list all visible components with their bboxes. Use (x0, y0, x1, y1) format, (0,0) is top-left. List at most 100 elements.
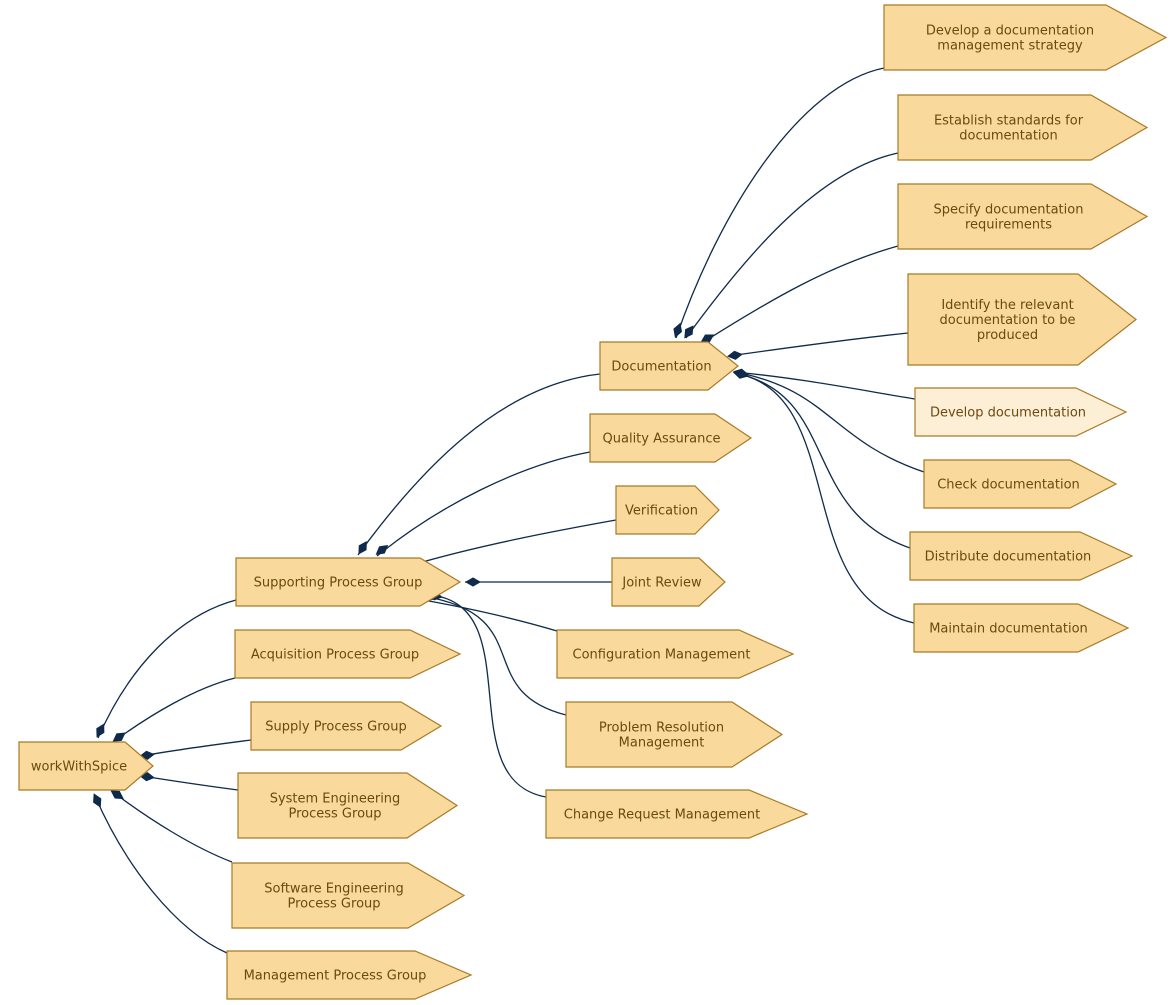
edges-layer (93, 67, 925, 954)
composition-edge (734, 371, 925, 473)
node-jointReview[interactable]: Joint Review (611, 557, 726, 607)
node-label: Joint Review (621, 576, 702, 591)
node-shape (914, 387, 1128, 437)
node-label: Configuration Management (573, 648, 751, 663)
composition-diamond-icon (727, 350, 743, 360)
node-shape (589, 413, 753, 463)
node-label: requirements (965, 218, 1052, 233)
node-management[interactable]: Management Process Group (226, 950, 473, 1000)
composition-diamond-icon (358, 540, 367, 555)
composition-edge (685, 152, 899, 339)
node-label: documentation to be (939, 313, 1075, 328)
node-docMaintain[interactable]: Maintain documentation (913, 603, 1130, 653)
composition-diamond-icon (733, 369, 749, 379)
composition-edge (701, 245, 899, 344)
node-docDistribute[interactable]: Distribute documentation (909, 531, 1134, 581)
node-acquisition[interactable]: Acquisition Process Group (234, 629, 462, 679)
composition-diamond-icon (93, 793, 102, 808)
node-label: Problem Resolution (599, 721, 724, 736)
node-label: Management (619, 736, 705, 751)
node-shape (231, 862, 466, 929)
node-shape (234, 629, 462, 679)
composition-diamond-icon (110, 790, 124, 800)
node-shape (545, 789, 809, 839)
node-shape (897, 94, 1149, 161)
composition-diamond-icon (684, 325, 694, 339)
node-shape (913, 603, 1130, 653)
node-docDevelop[interactable]: Develop documentation (914, 387, 1128, 437)
node-shape (18, 741, 154, 791)
composition-edge (94, 795, 228, 954)
node-label: System Engineering (270, 792, 401, 807)
composition-edge (357, 373, 601, 556)
composition-edge (429, 594, 547, 798)
node-configMgmt[interactable]: Configuration Management (556, 629, 795, 679)
node-label: workWithSpice (31, 760, 127, 775)
node-shape (556, 629, 795, 679)
node-label: produced (977, 328, 1038, 343)
node-label: Process Group (287, 897, 380, 912)
composition-diamond-icon (96, 723, 105, 738)
node-shape (897, 183, 1149, 250)
node-shape (883, 4, 1168, 71)
composition-edge (411, 597, 558, 632)
composition-diamond-icon (464, 577, 482, 587)
node-shape (615, 485, 720, 535)
node-label: Documentation (611, 360, 711, 375)
composition-edge (141, 739, 252, 757)
composition-diamond-icon (112, 732, 126, 742)
composition-edge (112, 677, 236, 743)
composition-edge (411, 519, 617, 566)
composition-edge (141, 775, 239, 791)
node-label: Supply Process Group (265, 720, 406, 735)
node-label: Process Group (288, 807, 381, 822)
node-supporting[interactable]: Supporting Process Group (235, 557, 462, 607)
node-label: management strategy (937, 39, 1083, 54)
node-shape (565, 701, 784, 768)
composition-edge (734, 372, 915, 624)
composition-edge (376, 451, 591, 557)
node-label: Establish standards for (934, 114, 1084, 129)
node-documentation[interactable]: Documentation (599, 341, 739, 391)
node-label: Change Request Management (564, 808, 760, 823)
node-shape (237, 772, 459, 839)
node-label: Quality Assurance (603, 432, 721, 447)
node-label: Management Process Group (244, 969, 427, 984)
node-label: Identify the relevant (941, 298, 1073, 313)
node-shape (611, 557, 726, 607)
node-label: Maintain documentation (929, 622, 1088, 637)
composition-edge (728, 332, 909, 357)
node-shape (923, 459, 1118, 509)
node-label: documentation (959, 129, 1057, 144)
node-label: Software Engineering (264, 882, 403, 897)
node-shape (250, 701, 443, 751)
node-verification[interactable]: Verification (615, 485, 720, 535)
composition-edge (734, 372, 911, 549)
composition-diamond-icon (673, 322, 683, 338)
nodes-layer: workWithSpice Supporting Process GroupAcq… (18, 4, 1168, 1000)
node-docCheck[interactable]: Check documentation (923, 459, 1118, 509)
node-shape (599, 341, 739, 391)
node-qualityAssurance[interactable]: Quality Assurance (589, 413, 753, 463)
composition-diamond-icon (375, 544, 389, 555)
composition-edge (112, 791, 233, 863)
node-label: Supporting Process Group (254, 576, 423, 591)
node-label: Develop a documentation (926, 24, 1094, 39)
node-shape (907, 273, 1137, 366)
node-supply[interactable]: Supply Process Group (250, 701, 443, 751)
node-shape (235, 557, 462, 607)
node-workWithSpice[interactable]: workWithSpice (18, 741, 154, 791)
node-changeReq[interactable]: Change Request Management (545, 789, 809, 839)
node-shape (909, 531, 1134, 581)
node-label: Distribute documentation (925, 550, 1092, 565)
composition-edge (733, 371, 916, 400)
node-shape (226, 950, 473, 1000)
